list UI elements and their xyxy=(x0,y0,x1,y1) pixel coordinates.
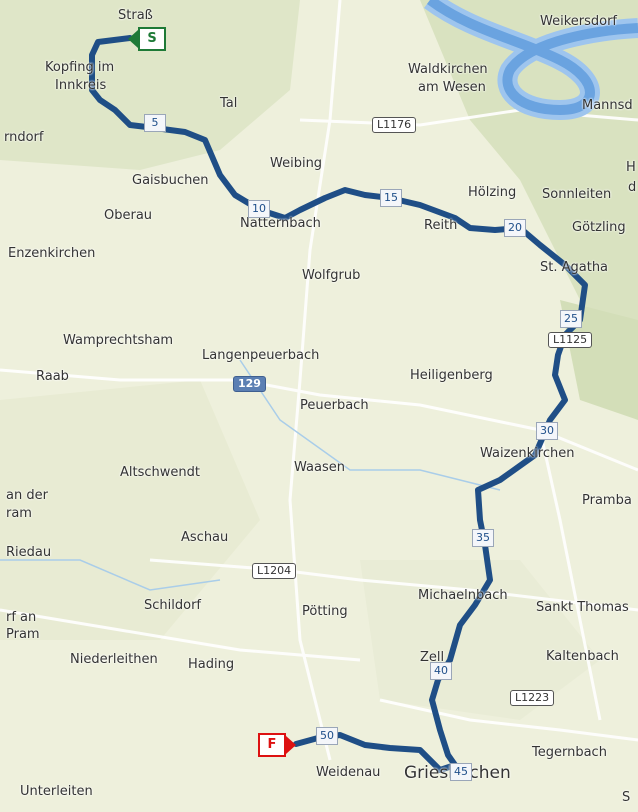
road-shield: L1223 xyxy=(510,690,555,706)
town-label: Sonnleiten xyxy=(542,187,612,202)
town-label: Schildorf xyxy=(144,598,201,613)
road-shield: L1204 xyxy=(252,563,297,579)
town-label: Götzling xyxy=(572,220,626,235)
town-label: St. Agatha xyxy=(540,260,609,275)
town-label: Heiligenberg xyxy=(410,368,493,383)
town-label: Weidenau xyxy=(316,765,381,780)
town-label: Waldkirchen xyxy=(408,62,488,77)
town-label: Pram xyxy=(6,627,40,642)
town-label: Tal xyxy=(220,96,238,111)
road-shield: 129 xyxy=(233,376,266,392)
flag-pointer-icon xyxy=(128,30,138,48)
town-label: Straß xyxy=(118,8,153,23)
finish-flag-label: F xyxy=(267,737,277,752)
terrain-relief xyxy=(0,0,300,170)
town-label: Aschau xyxy=(181,530,229,545)
town-label: Oberau xyxy=(104,208,153,223)
town-label: Riedau xyxy=(6,545,52,560)
km-marker[interactable]: 45 xyxy=(450,763,472,781)
town-label: d xyxy=(628,180,637,195)
km-marker[interactable]: 40 xyxy=(430,662,452,680)
town-label: an der xyxy=(6,488,48,503)
town-label: Niederleithen xyxy=(70,652,158,667)
town-label: Innkreis xyxy=(55,78,107,93)
km-marker[interactable]: 10 xyxy=(248,200,270,218)
town-label: Kopfing im xyxy=(45,60,115,75)
town-label: H xyxy=(626,160,636,175)
town-label: Tegernbach xyxy=(532,745,607,760)
terrain-relief xyxy=(560,300,638,420)
start-flag[interactable]: S xyxy=(128,27,166,51)
town-label: Peuerbach xyxy=(300,398,369,413)
km-marker[interactable]: 20 xyxy=(504,219,526,237)
town-label: Pramba xyxy=(582,493,632,508)
km-marker[interactable]: 50 xyxy=(316,727,338,745)
stream xyxy=(239,359,501,491)
town-label: Kaltenbach xyxy=(546,649,619,664)
km-marker[interactable]: 15 xyxy=(380,189,402,207)
town-label: ram xyxy=(6,506,32,521)
town-label: Gaisbuchen xyxy=(132,173,209,188)
stream xyxy=(0,559,221,591)
town-label: Michaelnbach xyxy=(418,588,508,603)
finish-flag[interactable]: F xyxy=(258,733,296,757)
km-marker[interactable]: 5 xyxy=(144,114,166,132)
km-marker[interactable]: 25 xyxy=(560,310,582,328)
town-label: Langenpeuerbach xyxy=(202,348,320,363)
town-label: Wamprechtsham xyxy=(63,333,174,348)
town-label: rf an xyxy=(6,610,37,625)
terrain-relief xyxy=(360,560,600,720)
town-label: Enzenkirchen xyxy=(8,246,96,261)
town-label: Waizenkirchen xyxy=(480,446,575,461)
km-marker[interactable]: 30 xyxy=(536,422,558,440)
road-shield: L1176 xyxy=(372,117,417,133)
town-label: am Wesen xyxy=(418,80,486,95)
town-label: Weibing xyxy=(270,156,323,171)
town-label: Raab xyxy=(36,369,69,384)
town-label: Hading xyxy=(188,657,235,672)
town-label: Natternbach xyxy=(240,216,321,231)
town-label: Wolfgrub xyxy=(302,268,361,283)
town-label: Mannsd xyxy=(582,98,633,113)
start-flag-label: S xyxy=(147,31,157,46)
town-label: Sankt Thomas xyxy=(536,600,629,615)
road-shield: L1125 xyxy=(548,332,593,348)
km-marker[interactable]: 35 xyxy=(472,529,494,547)
town-label: Weikersdorf xyxy=(540,14,618,29)
town-label: Unterleiten xyxy=(20,784,93,799)
terrain-relief xyxy=(0,380,260,640)
town-label: Zell xyxy=(420,650,445,665)
flag-pointer-icon xyxy=(286,736,296,754)
town-label: rndorf xyxy=(4,130,44,145)
town-label: Altschwendt xyxy=(120,465,200,480)
town-label: Pötting xyxy=(302,604,348,619)
town-label: S xyxy=(622,790,631,805)
town-label: Reith xyxy=(424,218,458,233)
town-label: Hölzing xyxy=(468,185,517,200)
town-label: Waasen xyxy=(294,460,345,475)
river-channel xyxy=(427,0,638,116)
